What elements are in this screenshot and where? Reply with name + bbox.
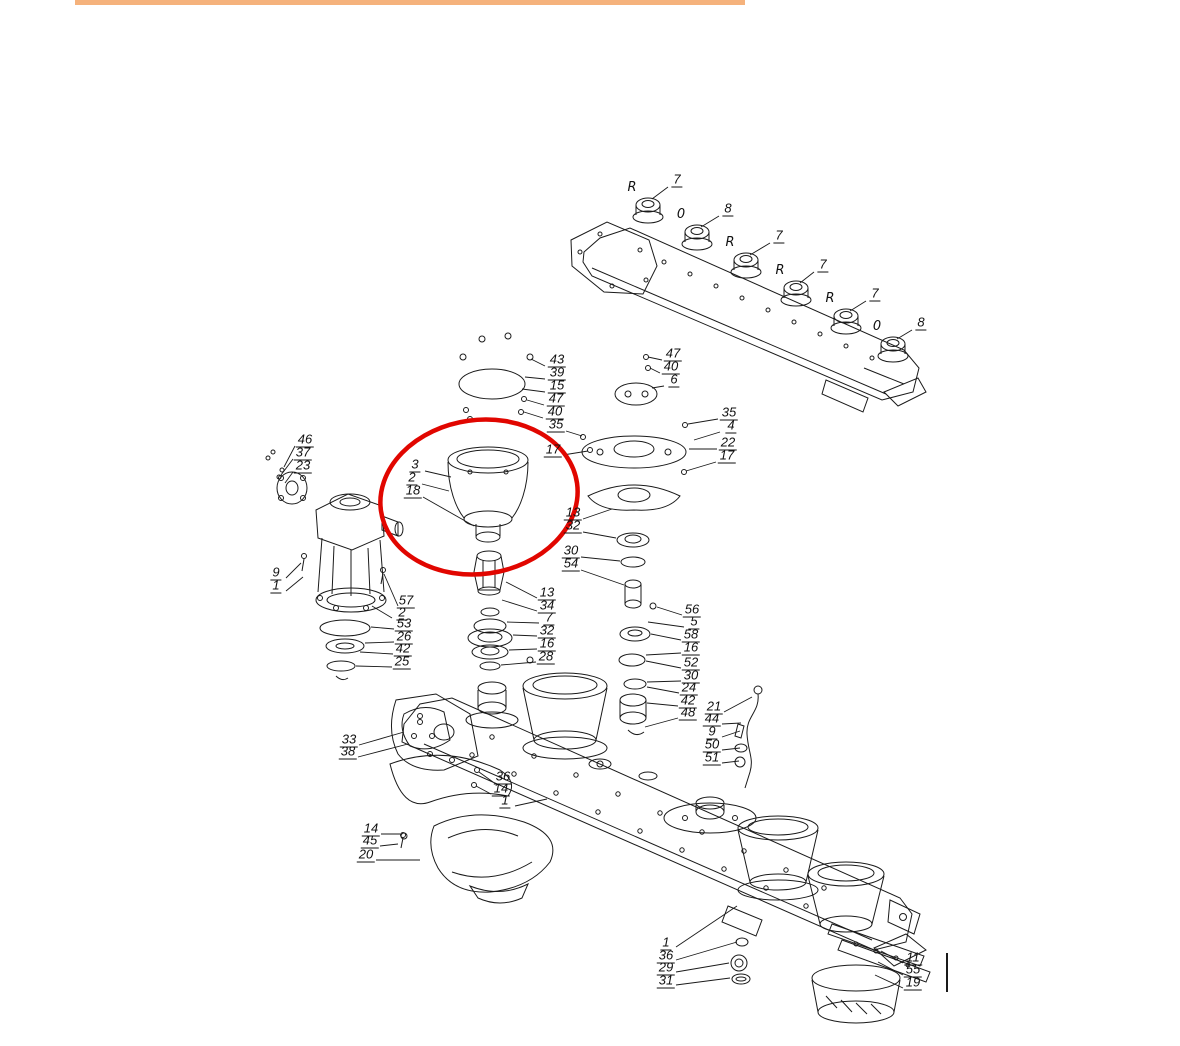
rotor-direction-mark: 0 — [676, 206, 686, 222]
part-callout-46: 46 — [295, 431, 315, 448]
part-callout-3: 3 — [409, 456, 421, 473]
part-callout-8: 8 — [915, 314, 927, 331]
main-cutterbar-assembly — [391, 693, 921, 951]
part-callout-33: 33 — [339, 731, 359, 748]
rotor-direction-mark: R — [775, 262, 785, 278]
part-callout-58: 58 — [681, 626, 701, 643]
disc-hub-stack — [581, 422, 688, 736]
part-callout-16: 16 — [681, 639, 701, 656]
part-callout-22: 22 — [718, 434, 738, 451]
part-callout-1: 1 — [660, 934, 672, 951]
part-callout-20: 20 — [356, 846, 376, 863]
part-callout-15: 15 — [547, 377, 567, 394]
part-callout-7: 7 — [543, 609, 555, 626]
part-callout-7: 7 — [773, 227, 785, 244]
cutterbar-top-view — [570, 221, 927, 413]
part-callout-25: 25 — [392, 653, 412, 670]
part-callout-8: 8 — [722, 200, 734, 217]
part-callout-53: 53 — [394, 615, 414, 632]
part-callout-2: 2 — [396, 604, 408, 621]
part-callout-51: 51 — [702, 749, 722, 766]
part-callout-11: 11 — [904, 949, 922, 966]
part-callout-9: 9 — [706, 723, 718, 740]
top-cover-plate — [458, 332, 593, 453]
red-highlight-ellipse — [378, 417, 580, 577]
part-callout-28: 28 — [536, 648, 556, 665]
part-callout-18: 18 — [403, 482, 423, 499]
header-strip — [75, 0, 745, 5]
part-callout-32: 32 — [563, 517, 583, 534]
bearing-shaft-stack — [465, 550, 534, 788]
part-callout-54: 54 — [561, 555, 581, 572]
part-callout-7: 7 — [817, 256, 829, 273]
part-callout-23: 23 — [293, 457, 313, 474]
part-callout-48: 48 — [678, 704, 698, 721]
part-callout-13: 13 — [563, 504, 583, 521]
part-callout-2: 2 — [406, 469, 418, 486]
part-callout-47: 47 — [546, 390, 566, 407]
part-callout-40: 40 — [545, 403, 565, 420]
part-callout-5: 5 — [688, 613, 700, 630]
part-callout-24: 24 — [679, 679, 699, 696]
part-callout-39: 39 — [547, 364, 567, 381]
part-callout-31: 31 — [656, 972, 676, 989]
part-callout-44: 44 — [702, 710, 722, 727]
part-callout-47: 47 — [663, 345, 683, 362]
part-callout-57: 57 — [396, 592, 416, 609]
part-callout-6: 6 — [668, 371, 680, 388]
part-callout-17: 17 — [543, 441, 563, 458]
part-callout-36: 36 — [656, 947, 676, 964]
part-callout-38: 38 — [338, 743, 358, 760]
tool-rod — [734, 685, 763, 789]
part-callout-7: 7 — [671, 171, 683, 188]
part-callout-55: 55 — [903, 961, 923, 978]
part-callout-9: 9 — [270, 564, 282, 581]
part-callout-1: 1 — [270, 577, 282, 594]
part-callout-14: 14 — [361, 820, 381, 837]
part-callout-40: 40 — [661, 358, 681, 375]
part-callout-7: 7 — [869, 285, 881, 302]
rotor-direction-mark: R — [725, 234, 735, 250]
rotor-drums — [522, 672, 901, 1024]
part-callout-45: 45 — [360, 832, 380, 849]
bearing-cover-oval — [614, 354, 658, 406]
part-callout-50: 50 — [702, 736, 722, 753]
part-callout-29: 29 — [656, 959, 676, 976]
gearbox-assembly — [301, 493, 404, 681]
part-callout-26: 26 — [394, 628, 414, 645]
part-callout-32: 32 — [537, 622, 557, 639]
pto-flange — [265, 449, 308, 505]
part-callout-14: 14 — [491, 780, 511, 797]
part-callout-42: 42 — [678, 692, 698, 709]
part-callout-34: 34 — [537, 597, 557, 614]
part-callout-16: 16 — [537, 635, 557, 652]
knife-strips — [730, 923, 931, 985]
rotor-drum-cone — [447, 446, 529, 543]
part-callout-17: 17 — [717, 447, 737, 464]
part-callout-35: 35 — [719, 404, 739, 421]
part-callout-4: 4 — [725, 417, 737, 434]
part-callout-30: 30 — [681, 667, 701, 684]
part-callout-42: 42 — [393, 640, 413, 657]
callout-leader-lines — [280, 186, 948, 992]
part-callout-56: 56 — [682, 601, 702, 618]
part-callout-52: 52 — [681, 654, 701, 671]
part-callout-43: 43 — [547, 351, 567, 368]
skid-plates — [389, 754, 554, 904]
part-callout-13: 13 — [537, 584, 557, 601]
left-guard-plate — [401, 707, 451, 750]
rotor-direction-mark: R — [627, 179, 637, 195]
part-callout-35: 35 — [546, 416, 566, 433]
part-callout-37: 37 — [293, 444, 313, 461]
rotor-direction-mark: R — [825, 290, 835, 306]
part-callout-1: 1 — [499, 792, 511, 809]
part-callout-36: 36 — [493, 768, 513, 785]
rotor-direction-mark: 0 — [872, 318, 882, 334]
part-callout-21: 21 — [704, 698, 724, 715]
part-callout-19: 19 — [903, 974, 923, 991]
part-callout-30: 30 — [561, 542, 581, 559]
